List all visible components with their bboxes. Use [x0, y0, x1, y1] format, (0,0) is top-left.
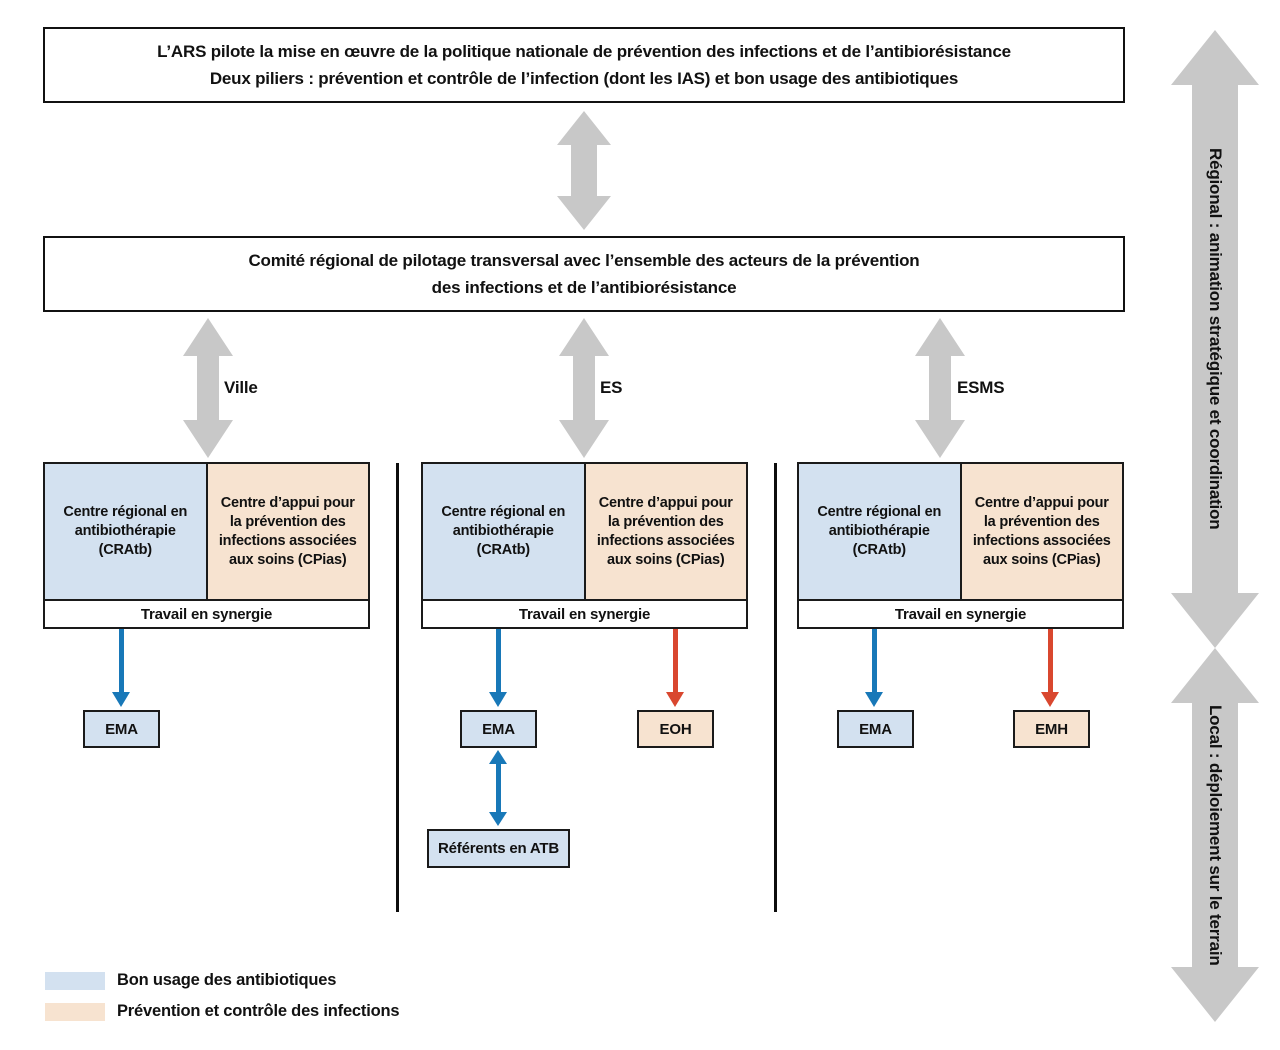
- down-arrow-red-icon: [1041, 629, 1059, 707]
- ars-committee-link-arrow-icon: [557, 111, 611, 230]
- legend-swatch-tan: [45, 1002, 105, 1021]
- ars-title-line2: Deux piliers : prévention et contrôle de…: [209, 69, 959, 88]
- es-cratb-cpias-group: Centre régional en antibiothérapie (CRAt…: [421, 462, 748, 629]
- double-arrow-blue-icon: [489, 750, 507, 826]
- committee-line2: des infections et de l’antibiorésistance: [431, 278, 737, 297]
- down-arrow-red-icon: [666, 629, 684, 707]
- column-separator: [396, 463, 399, 912]
- eoh-box: EOH: [637, 710, 714, 748]
- cpias-box: Centre d’appui pour la prévention des in…: [585, 464, 746, 599]
- regional-committee-box: Comité régional de pilotage transversal …: [43, 236, 1125, 312]
- local-scope-label: Local : déploiement sur le terrain: [1206, 704, 1225, 966]
- cratb-box: Centre régional en antibiothérapie (CRAt…: [799, 464, 962, 599]
- column-separator: [774, 463, 777, 912]
- committee-line1: Comité régional de pilotage transversal …: [248, 251, 920, 270]
- ema-box: EMA: [460, 710, 537, 748]
- synergy-band: Travail en synergie: [799, 601, 1122, 627]
- ema-box: EMA: [83, 710, 160, 748]
- ville-cratb-cpias-group: Centre régional en antibiothérapie (CRAt…: [43, 462, 370, 629]
- ars-title-box: L’ARS pilote la mise en œuvre de la poli…: [43, 27, 1125, 103]
- down-arrow-blue-icon: [865, 629, 883, 707]
- cpias-box: Centre d’appui pour la prévention des in…: [207, 464, 368, 599]
- atb-referents-box: Référents en ATB: [427, 829, 570, 868]
- cratb-box: Centre régional en antibiothérapie (CRAt…: [423, 464, 586, 599]
- esms-cratb-cpias-group: Centre régional en antibiothérapie (CRAt…: [797, 462, 1124, 629]
- cratb-box: Centre régional en antibiothérapie (CRAt…: [45, 464, 208, 599]
- ema-box: EMA: [837, 710, 914, 748]
- ars-title-line1: L’ARS pilote la mise en œuvre de la poli…: [157, 42, 1011, 61]
- legend-label: Bon usage des antibiotiques: [117, 971, 337, 989]
- down-arrow-blue-icon: [489, 629, 507, 707]
- emh-box: EMH: [1013, 710, 1090, 748]
- regional-scope-label: Régional : animation stratégique et coor…: [1206, 148, 1225, 530]
- sector-label-ville: Ville: [224, 378, 258, 397]
- cpias-box: Centre d’appui pour la prévention des in…: [961, 464, 1122, 599]
- legend-swatch-blue: [45, 971, 105, 990]
- sector-label-es: ES: [600, 378, 623, 397]
- synergy-band: Travail en synergie: [423, 601, 746, 627]
- legend-label: Prévention et contrôle des infections: [117, 1002, 400, 1020]
- synergy-band: Travail en synergie: [45, 601, 368, 627]
- legend-item-antibiotics: Bon usage des antibiotiques: [45, 971, 336, 990]
- legend-item-infections: Prévention et contrôle des infections: [45, 1002, 400, 1021]
- down-arrow-blue-icon: [112, 629, 130, 707]
- sector-label-esms: ESMS: [957, 378, 1005, 397]
